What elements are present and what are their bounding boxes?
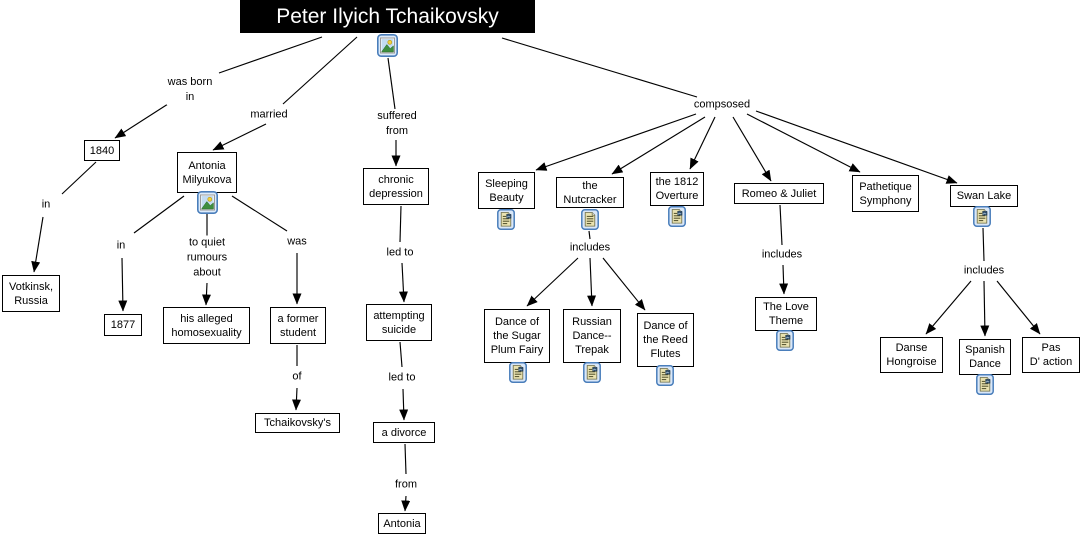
node-his-alleged-homosexuality[interactable]: his alleged homosexuality xyxy=(163,307,250,344)
document-image-icon[interactable] xyxy=(509,362,527,383)
node-russian-dance-trepak[interactable]: Russian Dance-- Trepak xyxy=(563,309,621,363)
image-icon[interactable] xyxy=(197,191,218,214)
node-a-former-student[interactable]: a former student xyxy=(270,307,326,344)
document-image-icon[interactable] xyxy=(497,209,515,230)
node-tchaikovskys[interactable]: Tchaikovsky's xyxy=(255,413,340,433)
node-1840[interactable]: 1840 xyxy=(84,140,120,161)
node-peter-ilyich-tchaikovsky[interactable]: Peter Ilyich Tchaikovsky xyxy=(240,0,535,33)
phrase-was-born-in: was born in xyxy=(166,75,214,105)
node-dance-of-the-sugar-plum-fairy[interactable]: Dance of the Sugar Plum Fairy xyxy=(484,309,550,363)
document-image-icon[interactable] xyxy=(668,206,686,227)
phrase-was: was xyxy=(286,234,308,250)
node-antonia[interactable]: Antonia xyxy=(378,513,426,534)
image-icon[interactable] xyxy=(377,34,398,57)
document-image-icon[interactable] xyxy=(973,206,991,227)
node-attempting-suicide[interactable]: attempting suicide xyxy=(366,304,432,341)
node-the-1812-overture[interactable]: the 1812 Overture xyxy=(650,172,704,206)
phrase-led-to-1: led to xyxy=(385,245,415,261)
phrase-married: married xyxy=(249,107,289,123)
document-image-icon[interactable] xyxy=(656,365,674,386)
node-dance-of-the-reed-flutes[interactable]: Dance of the Reed Flutes xyxy=(637,313,694,367)
node-sleeping-beauty[interactable]: Sleeping Beauty xyxy=(478,172,535,209)
node-the-love-theme[interactable]: The Love Theme xyxy=(755,297,817,331)
phrase-includes-3: includes xyxy=(962,263,1006,279)
node-votkinsk-russia[interactable]: Votkinsk, Russia xyxy=(2,275,60,312)
document-image-icon[interactable] xyxy=(776,330,794,351)
document-image-icon[interactable] xyxy=(583,362,601,383)
phrase-in-1: in xyxy=(40,197,52,213)
node-romeo-and-juliet[interactable]: Romeo & Juliet xyxy=(734,183,824,204)
phrase-to-quiet-rumours-about: to quiet rumours about xyxy=(185,235,229,281)
node-spanish-dance[interactable]: Spanish Dance xyxy=(959,339,1011,375)
node-swan-lake[interactable]: Swan Lake xyxy=(950,185,1018,207)
phrase-in-2: in xyxy=(115,238,127,254)
phrase-suffered-from: suffered from xyxy=(376,109,418,139)
node-pathetique-symphony[interactable]: Pathetique Symphony xyxy=(852,175,919,212)
node-a-divorce[interactable]: a divorce xyxy=(373,422,435,443)
phrase-from: from xyxy=(394,477,418,493)
node-the-nutcracker[interactable]: the Nutcracker xyxy=(556,177,624,208)
node-antonia-milyukova[interactable]: Antonia Milyukova xyxy=(177,152,237,193)
phrase-compsosed: compsosed xyxy=(692,97,752,113)
node-chronic-depression[interactable]: chronic depression xyxy=(363,168,429,205)
phrase-led-to-2: led to xyxy=(387,370,417,386)
phrase-of: of xyxy=(291,369,303,385)
node-danse-hongroise[interactable]: Danse Hongroise xyxy=(880,337,943,373)
document-icon[interactable] xyxy=(581,209,599,230)
phrase-includes-1: includes xyxy=(568,240,612,256)
phrase-includes-2: includes xyxy=(760,247,804,263)
document-image-icon[interactable] xyxy=(976,374,994,395)
node-1877[interactable]: 1877 xyxy=(104,314,142,336)
node-pas-d-action[interactable]: Pas D' action xyxy=(1022,337,1080,373)
